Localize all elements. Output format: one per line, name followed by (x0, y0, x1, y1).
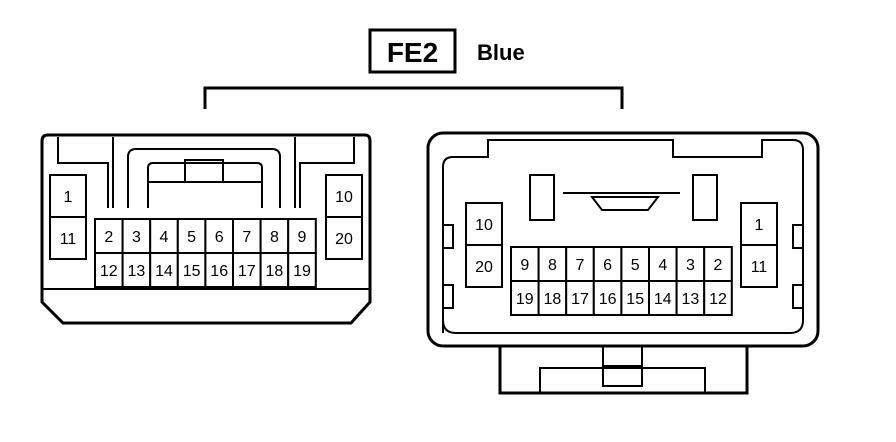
left-connector-latch-rails (112, 137, 296, 208)
left-connector-housing (40, 133, 372, 325)
pin-number: 17 (238, 263, 256, 280)
pin-cavity (259, 218, 290, 254)
pin-cavity (325, 216, 363, 260)
pin-cavity (49, 216, 87, 260)
pin-number: 6 (215, 229, 224, 246)
pin-cavity (537, 280, 568, 316)
pin-number: 9 (520, 257, 529, 274)
pin-number: 20 (335, 231, 353, 248)
right-connector-post-right (692, 174, 718, 221)
left-connector (40, 133, 372, 325)
pin-number: 16 (210, 263, 228, 280)
pin-cavity (149, 252, 179, 288)
pin-number: 5 (187, 229, 196, 246)
pin-number: 10 (475, 217, 493, 234)
pin-number: 12 (100, 263, 118, 280)
connector-code-box (368, 28, 457, 74)
pin-number: 5 (631, 257, 640, 274)
pin-cavity (592, 246, 623, 282)
pin-number: 13 (128, 263, 146, 280)
pin-number: 1 (755, 217, 764, 234)
pin-number: 12 (709, 291, 727, 308)
pin-number: 14 (654, 291, 672, 308)
pin-number: 13 (682, 291, 700, 308)
pin-number: 14 (155, 263, 173, 280)
left-connector-shoulder-left (57, 137, 109, 208)
left-connector-latch-inner (147, 162, 263, 208)
pin-cavity (703, 280, 733, 316)
right-connector (426, 131, 820, 395)
pin-number: 3 (132, 229, 141, 246)
pin-number: 18 (544, 291, 562, 308)
right-connector-housing (426, 131, 820, 348)
pin-number: 4 (658, 257, 667, 274)
pin-cavity (510, 280, 540, 316)
connector-color: Blue (477, 40, 525, 65)
pin-number: 10 (335, 189, 353, 206)
right-connector-lock-body (498, 346, 749, 395)
pin-number: 9 (298, 229, 307, 246)
pin-number: 18 (266, 263, 284, 280)
pin-cavity (675, 280, 706, 316)
pin-number: 11 (751, 259, 768, 276)
pin-cavity (287, 252, 317, 288)
pin-cavity (465, 244, 503, 288)
pin-cavity (287, 218, 317, 254)
pin-number: 20 (475, 259, 493, 276)
pin-number: 19 (516, 291, 534, 308)
pin-number: 3 (686, 257, 695, 274)
right-connector-inner-wall (442, 139, 804, 334)
pin-number: 8 (548, 257, 557, 274)
pin-number: 15 (183, 263, 201, 280)
right-connector-side-notches-left (443, 224, 454, 309)
right-connector-lock-frame (539, 367, 706, 393)
pin-number: 8 (270, 229, 279, 246)
pin-number: 17 (571, 291, 589, 308)
connector-code: FE2 (387, 37, 438, 68)
right-connector-side-notches-right (792, 224, 803, 309)
pin-number: 16 (599, 291, 617, 308)
pair-bracket (203, 86, 624, 109)
left-connector-latch-outer (127, 148, 281, 208)
pin-number: 19 (293, 263, 311, 280)
left-connector-shoulder-right (299, 137, 355, 208)
pin-number: 6 (603, 257, 612, 274)
pin-number: 7 (576, 257, 585, 274)
pin-number: 11 (60, 231, 77, 248)
pin-number: 7 (242, 229, 251, 246)
pin-number: 4 (160, 229, 169, 246)
pin-cavity (592, 280, 623, 316)
right-connector-post-left (529, 174, 555, 221)
pin-number: 15 (626, 291, 644, 308)
pin-cavity (232, 218, 262, 254)
pin-cavity (121, 218, 152, 254)
pin-cavity (620, 280, 651, 316)
pin-cavity (648, 280, 678, 316)
pin-cavity (49, 174, 87, 218)
pin-cavity (176, 218, 207, 254)
pin-number: 2 (104, 229, 113, 246)
pin-cavity (465, 202, 503, 246)
pin-cavity (325, 174, 363, 218)
right-connector-latch-tab (589, 196, 661, 211)
pin-number: 1 (64, 189, 73, 206)
pin-number: 2 (714, 257, 723, 274)
pin-cavity (740, 244, 778, 288)
